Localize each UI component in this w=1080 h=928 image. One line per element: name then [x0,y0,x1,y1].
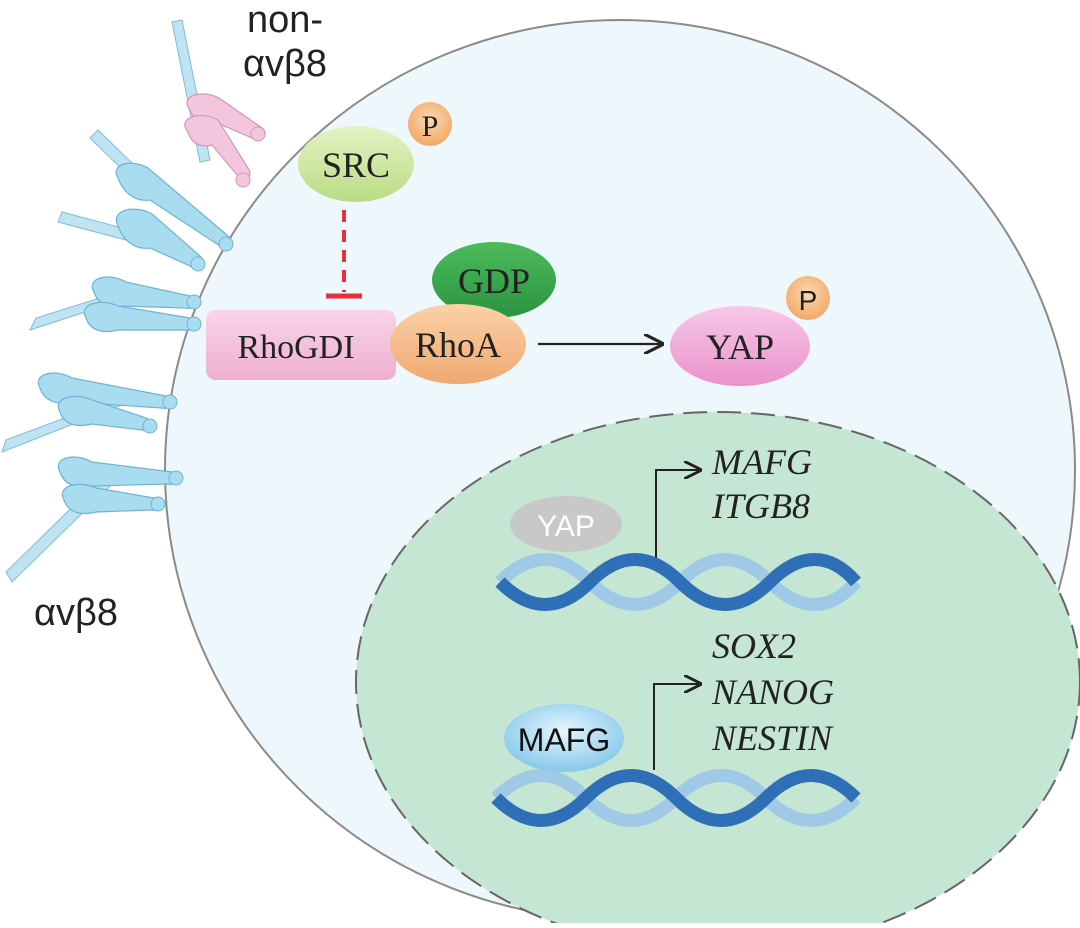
src-label: SRC [322,145,390,185]
gene-sox2: SOX2 [712,626,796,666]
non-avb8-label-line2: αvβ8 [243,43,327,85]
rhogdi-label: RhoGDI [237,329,354,366]
yap-nuclear [510,496,622,552]
rhogdi-protein [206,310,396,380]
src-protein [298,126,414,202]
dna-helix-lower [491,769,861,827]
rhoa-protein [390,304,526,384]
avb8-integrin-1 [89,129,234,252]
avb8-label: αvβ8 [34,592,118,634]
gene-itgb8: ITGB8 [711,486,810,526]
src-phosphate [408,102,452,146]
non-avb8-label-line1: non- [247,0,323,41]
mafg-nuclear-label: MAFG [518,722,610,758]
dna-helix-upper [495,553,861,611]
avb8-integrin-2 [57,208,206,272]
gene-mafg: MAFG [711,442,812,482]
yap-nuclear-label: YAP [537,510,595,543]
mafg-nuclear [504,704,624,772]
src-phosphate-label: P [422,110,439,143]
avb8-integrin-5 [5,456,184,583]
gene-nestin: NESTIN [711,718,834,758]
gdp-label: GDP [458,261,530,301]
yap-phosphate [786,276,830,320]
yap-phosphate-label: P [799,285,818,316]
yap-label: YAP [706,327,774,367]
non-avb8-integrin [171,19,266,188]
yap-protein [670,306,810,386]
gene-nanog: NANOG [711,672,834,712]
gdp-molecule [432,242,556,318]
avb8-integrin-3 [29,276,202,333]
yap-transcription-arrow [655,470,700,560]
mafg-transcription-arrow [653,684,700,770]
rhoa-label: RhoA [415,325,501,365]
avb8-integrin-4 [1,372,178,453]
